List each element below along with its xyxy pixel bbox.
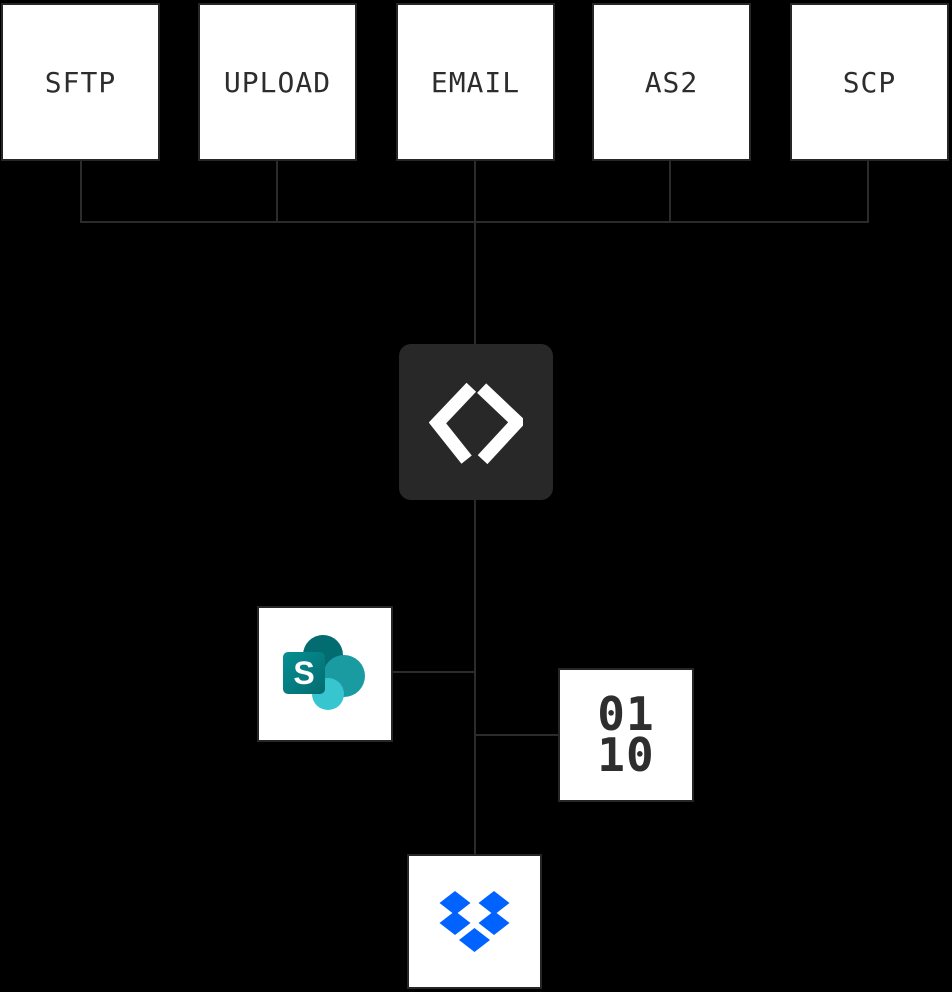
source-box-upload: UPLOAD [198, 3, 357, 161]
connector-hub-to-dropbox [474, 499, 476, 855]
connector-upload-drop [276, 161, 278, 222]
connector-scp-drop [867, 161, 869, 222]
source-label: UPLOAD [223, 65, 332, 99]
dropbox-box [407, 854, 542, 989]
connector-to-sharepoint [393, 671, 475, 673]
hub-box [399, 344, 553, 500]
connector-sftp-drop [80, 161, 82, 222]
binary-line-1: 01 [597, 687, 655, 741]
source-label: SFTP [44, 65, 117, 99]
dropbox-icon [439, 890, 510, 952]
binary-label: 01 10 [597, 687, 655, 782]
source-label: AS2 [644, 65, 699, 99]
connector-email-to-hub [474, 161, 476, 344]
sharepoint-letter: S [293, 655, 314, 691]
sharepoint-box: S [257, 606, 393, 742]
binary-line-2: 10 [597, 728, 655, 782]
binary-box: 01 10 [558, 668, 694, 802]
diamond-brackets-icon [429, 382, 523, 465]
source-box-email: EMAIL [396, 3, 555, 161]
sharepoint-icon: S [283, 635, 365, 710]
source-label: SCP [842, 65, 897, 99]
source-box-scp: SCP [790, 3, 949, 161]
connector-bus-line [80, 221, 869, 223]
source-box-sftp: SFTP [1, 3, 160, 161]
source-box-as2: AS2 [592, 3, 751, 161]
connector-as2-drop [669, 161, 671, 222]
source-label: EMAIL [430, 65, 521, 99]
connector-to-binary [475, 734, 559, 736]
